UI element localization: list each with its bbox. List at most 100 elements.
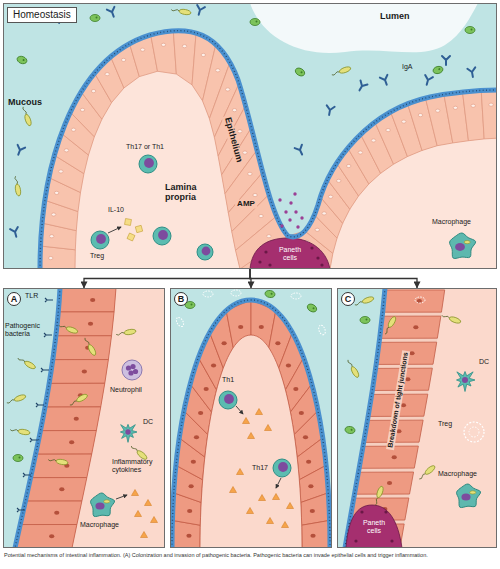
cell-nucleus [303, 435, 308, 439]
bacterium-body [362, 296, 375, 305]
t-cell-body [197, 244, 213, 260]
cell-nucleus [308, 484, 313, 488]
antibody-shape [467, 67, 476, 77]
cell-nucleus [436, 109, 440, 112]
mucous-layer [170, 288, 332, 548]
part-label: IgA [402, 63, 413, 71]
part-label: Lamina propria [165, 183, 211, 203]
bacterium-body [124, 328, 137, 335]
t-cell-body [273, 459, 291, 477]
cell-nucleus [69, 440, 74, 444]
bacterium-body [76, 393, 89, 403]
bacterium [58, 323, 79, 335]
cytokine [237, 469, 244, 475]
cell-nucleus [471, 104, 475, 107]
bacterium-spot [438, 68, 440, 70]
cell-nucleus [226, 88, 230, 91]
cell-nucleus [80, 108, 84, 111]
cell-nucleus [286, 363, 291, 367]
ghost-body [464, 422, 484, 442]
iga-antibody [295, 145, 306, 157]
t-cell-nucleus [158, 230, 168, 240]
bacterium [21, 106, 33, 127]
cell-nucleus [248, 172, 252, 175]
cell-nucleus [299, 411, 304, 415]
neutrophil-lobe [126, 365, 131, 370]
mucous-layer [3, 288, 165, 548]
macrophage-body [450, 233, 476, 259]
part-label: Th1 [222, 376, 234, 384]
t-cell [139, 155, 157, 173]
bacterium-spot [312, 307, 315, 310]
dead-bacterium [203, 291, 213, 297]
part-label: Th17 or Th1 [126, 143, 164, 151]
part-label: Macrophage [438, 470, 477, 478]
granule [278, 198, 281, 201]
cytokine [287, 503, 294, 509]
tlr-receptor [45, 298, 53, 302]
panel-letter: C [341, 292, 355, 306]
cell-nucleus [310, 534, 315, 538]
dying-treg [464, 422, 484, 442]
flagellum [347, 359, 353, 367]
panel-letter: B [174, 292, 188, 306]
cytokine [135, 511, 142, 517]
bacterium-body [339, 66, 352, 75]
cell-nucleus [191, 460, 196, 464]
bacterium [344, 426, 355, 435]
t-cell-nucleus [96, 234, 106, 244]
cell-nucleus [392, 455, 397, 459]
cell-nucleus [91, 89, 95, 92]
microvilli [40, 31, 497, 269]
cell-nucleus [204, 387, 209, 391]
dendritic-cell [457, 372, 476, 392]
bacterium [317, 324, 326, 335]
signal-arrow [108, 227, 121, 233]
part-label: Breakdown of tight junctions [386, 350, 410, 450]
flagellum [69, 400, 77, 406]
macrophage [457, 484, 481, 508]
cell-nucleus [322, 212, 326, 215]
tlr-receptor [30, 438, 38, 442]
bacterium-body [90, 15, 100, 22]
cell-nucleus [182, 45, 186, 48]
part-label: Neutrophil [110, 386, 142, 394]
granule [384, 510, 387, 513]
cell-nucleus [337, 179, 341, 182]
epithelial-cell [481, 90, 497, 139]
t-cell-body [139, 155, 157, 173]
t-cell [219, 391, 237, 409]
epithelial-cell [53, 336, 112, 360]
iga-antibody [380, 75, 391, 86]
bacterium [354, 296, 375, 308]
part-label: Epithelium [222, 115, 244, 166]
cell-nucleus [401, 403, 406, 407]
flagellum [10, 429, 18, 432]
flow-arrow [250, 269, 417, 288]
cell-nucleus [201, 53, 205, 56]
paneth-cell [250, 238, 330, 269]
bacterium-body [350, 366, 360, 379]
macrophage-nucleus [95, 502, 104, 509]
cell-nucleus [238, 130, 242, 133]
cell-nucleus [187, 509, 192, 513]
granule [258, 260, 261, 263]
panel-b-scene [170, 288, 332, 548]
part-label: Paneth cells [275, 246, 305, 261]
granule [288, 218, 291, 221]
dead-bacterium [175, 316, 185, 328]
guide-path [40, 31, 288, 269]
part-label: Treg [438, 420, 452, 428]
t-cell-nucleus [144, 158, 154, 168]
cytokine [132, 490, 139, 496]
granule [296, 225, 299, 228]
cell-nucleus [402, 120, 406, 123]
t-cell-body [219, 391, 237, 409]
epithelial-cell [49, 360, 108, 384]
bacterium-body [179, 8, 192, 15]
dead-bacterium [231, 290, 241, 296]
part-label: Pathogenic bacteria [5, 322, 49, 337]
cell-nucleus [198, 411, 203, 415]
